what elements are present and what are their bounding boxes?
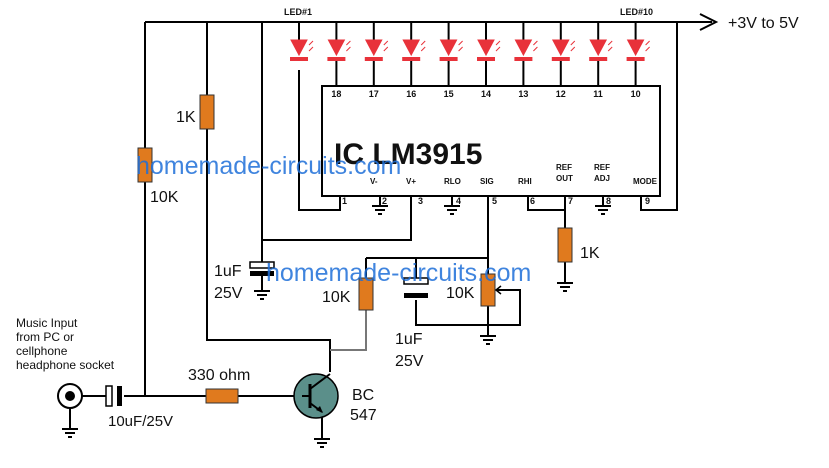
ic-pin-name-8: ADJ [594, 174, 610, 183]
ic-top-pins: 18 17 16 15 14 13 12 11 10 [331, 89, 640, 99]
resistor-10k-left [137, 147, 153, 183]
label-1k-ref: 1K [580, 245, 600, 262]
label-25v-mid: 25V [395, 353, 424, 370]
led-6 [477, 22, 501, 61]
led-4 [402, 22, 426, 61]
led-3 [364, 22, 389, 61]
ic-pin-name-9: MODE [633, 177, 658, 186]
ground-icon-pot [480, 335, 496, 345]
ic-pin-3: 3 [418, 196, 423, 206]
ic-pin-6: 6 [530, 196, 535, 206]
ic-pin-name-5: SIG [480, 177, 494, 186]
rhi-refout-wire [527, 196, 566, 211]
led-9 [589, 22, 613, 61]
ic-pin-17: 17 [369, 89, 379, 99]
label-pot-10k: 10K [446, 285, 475, 302]
ic-pin-2: 2 [382, 196, 387, 206]
label-10uf-25v: 10uF/25V [108, 413, 173, 430]
ic-pin-name-7: OUT [556, 174, 573, 183]
ic-title: IC LM3915 [334, 138, 482, 171]
ic-pin-10: 10 [631, 89, 641, 99]
ic-pin-name-6: RHI [518, 177, 532, 186]
led-7 [514, 22, 538, 61]
cap-mid-bot-wire [415, 300, 488, 326]
led-1 [290, 22, 314, 61]
led-5 [439, 22, 463, 61]
label-10k-left: 10K [150, 189, 179, 206]
led-10 [626, 22, 650, 61]
led-array [290, 22, 650, 61]
resistor-10k-mid [358, 277, 374, 311]
wiring [82, 21, 712, 438]
ground-icon-emitter [314, 438, 330, 448]
supply-label: +3V to 5V [728, 15, 799, 32]
ic-pin-14: 14 [481, 89, 491, 99]
ic-body [321, 85, 661, 197]
ic-pin-name-8: REF [594, 163, 610, 172]
label-1uf-mid: 1uF [395, 331, 423, 348]
ic-pin-13: 13 [518, 89, 528, 99]
ground-icon-pin4 [444, 205, 460, 215]
ic-bottom-pins: 1 2 V- 3 V+ 4 RLO 5 SIG 6 RHI 7 REF OUT 8 REF ADJ 9 MODE [342, 163, 658, 206]
capacitor-1uf-mid [403, 277, 429, 298]
ground-symbols [62, 205, 611, 448]
label-1k-top: 1K [176, 109, 196, 126]
label-547: 547 [350, 407, 377, 424]
label-25v-left: 25V [214, 285, 243, 302]
resistor-1k-ref [557, 227, 573, 263]
ground-icon-ref [557, 282, 573, 292]
ic-pin-18: 18 [331, 89, 341, 99]
collector-wire [206, 22, 331, 372]
led-first-label: LED#1 [284, 7, 312, 17]
capacitor-10uf-input [105, 385, 122, 407]
label-330-ohm: 330 ohm [188, 367, 250, 384]
watermark-top: homemade-circuits.com [136, 152, 401, 180]
led-8 [551, 22, 576, 61]
label-bc: BC [352, 387, 374, 404]
watermark-middle: homemade-circuits.com [266, 259, 531, 287]
resistor-330 [205, 388, 239, 404]
pot-wiper-arrow-icon [494, 285, 510, 295]
headphone-jack-icon [57, 383, 83, 428]
mode-wire [640, 22, 678, 211]
input-label-1: Music Input [16, 316, 78, 330]
led-cathode-lines [335, 61, 637, 86]
r10k-to-collector-wire [330, 310, 367, 351]
input-label-2: from PC or [16, 330, 74, 344]
ic-pin-name-7: REF [556, 163, 572, 172]
capacitor-1uf-left [249, 261, 275, 290]
ic-pin-12: 12 [556, 89, 566, 99]
resistor-1k-top [199, 94, 215, 130]
ic-pin-1: 1 [342, 196, 347, 206]
vplus-wire [262, 196, 412, 241]
ic-pin-4: 4 [456, 196, 461, 206]
ground-icon-pin8 [595, 205, 611, 215]
input-label-3: cellphone [16, 344, 68, 358]
ic-pin-16: 16 [406, 89, 416, 99]
label-10k-mid: 10K [322, 289, 351, 306]
supply-arrow-icon [699, 13, 719, 31]
transistor-bc547 [293, 373, 339, 419]
led1-pin1-wire [298, 70, 341, 211]
led-2 [327, 22, 351, 61]
ic-pin-7: 7 [568, 196, 573, 206]
ic-pin-8: 8 [606, 196, 611, 206]
ic-pin-name-4: RLO [444, 177, 461, 186]
ic-pin-name-3: V+ [406, 177, 416, 186]
input-label-4: headphone socket [16, 358, 115, 372]
label-1uf-left: 1uF [214, 263, 242, 280]
ground-icon-cap-left [254, 290, 270, 300]
ic-pin-5: 5 [492, 196, 497, 206]
ground-icon-pin2 [372, 205, 388, 215]
ic-pin-15: 15 [444, 89, 454, 99]
ic-pin-9: 9 [645, 196, 650, 206]
ic-pin-11: 11 [593, 89, 603, 99]
led-last-label: LED#10 [620, 7, 653, 17]
ground-icon-input [62, 428, 78, 438]
ic-pin-name-2: V- [370, 177, 378, 186]
